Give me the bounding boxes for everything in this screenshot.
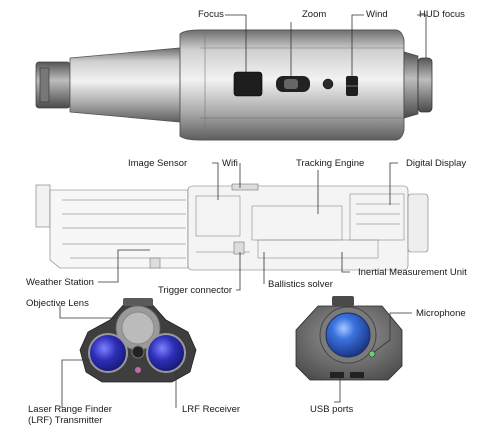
usb-ports-label: USB ports: [310, 404, 354, 415]
xray-eyepiece: [407, 193, 429, 253]
image-sensor-leader: [212, 162, 219, 200]
wind-leader: [351, 14, 364, 76]
lrf-transmitter-lens: [88, 333, 128, 373]
objective-lens-glass: [121, 311, 155, 345]
rear-top-mount: [332, 296, 354, 306]
focus-knob: [233, 71, 263, 97]
top-leader-lines: [225, 14, 427, 76]
hud-focus-leader: [417, 14, 427, 58]
rear-cap-grip: [39, 67, 50, 103]
scope-top-view: [35, 29, 433, 141]
lrf-receiver-lens: [146, 333, 186, 373]
scope-front-view: [79, 298, 197, 383]
wifi-label: Wifi: [222, 158, 238, 169]
lrf-receiver-label: LRF Receiver: [182, 404, 241, 415]
wind-label: Wind: [366, 9, 388, 20]
xray-rear-cap: [35, 184, 51, 228]
digital-display-leader: [389, 162, 398, 205]
front-indicator: [135, 367, 141, 373]
scope-rear-view: [295, 296, 403, 381]
imu-leader: [341, 252, 350, 273]
tracking-engine-label: Tracking Engine: [296, 158, 365, 169]
front-sensor-dot: [131, 345, 145, 359]
zoom-label: Zoom: [302, 9, 327, 20]
ballistics-solver-label: Ballistics solver: [268, 279, 333, 290]
objective-lens-leader: [59, 305, 116, 319]
eyepiece-collar: [403, 51, 419, 119]
xray-imu-board: [257, 239, 379, 259]
usb-port-left: [330, 372, 344, 378]
xray-tube: [49, 189, 189, 269]
usb-ports-leader: [334, 378, 341, 403]
weather-station-leader: [98, 249, 150, 283]
trigger-connector-label: Trigger connector: [158, 285, 233, 296]
middle-leader-lines: [98, 162, 398, 291]
power-button: [322, 78, 334, 90]
image-sensor-label: Image Sensor: [128, 158, 188, 169]
hud-focus-label: HUD focus: [419, 9, 465, 20]
objective-lens-label: Objective Lens: [26, 298, 89, 309]
scope-xray-view: [35, 183, 429, 271]
xray-main-body: [187, 185, 409, 271]
bottom-leader-lines: [59, 305, 412, 408]
trigger-connector-leader: [236, 252, 241, 291]
focus-leader: [225, 14, 247, 72]
weather-station-label: Weather Station: [26, 277, 94, 288]
front-tube: [69, 47, 181, 123]
microphone-port: [368, 350, 376, 358]
microphone-leader: [373, 312, 412, 353]
inertial-measurement-unit-label: Inertial Measurement Unit: [358, 267, 467, 278]
microphone-label: Microphone: [416, 308, 466, 319]
usb-port-right: [350, 372, 364, 378]
xray-weather-port: [149, 257, 161, 269]
lrf-transmitter-leader: [61, 359, 90, 408]
digital-display-label: Digital Display: [406, 158, 467, 169]
front-top-mount: [123, 298, 153, 306]
zoom-slider: [284, 79, 298, 89]
focus-label: Focus: [198, 9, 224, 20]
eyepiece: [417, 57, 433, 113]
xray-top-housing: [231, 183, 259, 191]
xray-trigger-connector: [233, 241, 245, 255]
eyepiece-lens: [325, 312, 371, 358]
lrf-transmitter-label: Laser Range Finder (LRF) Transmitter: [28, 404, 112, 426]
